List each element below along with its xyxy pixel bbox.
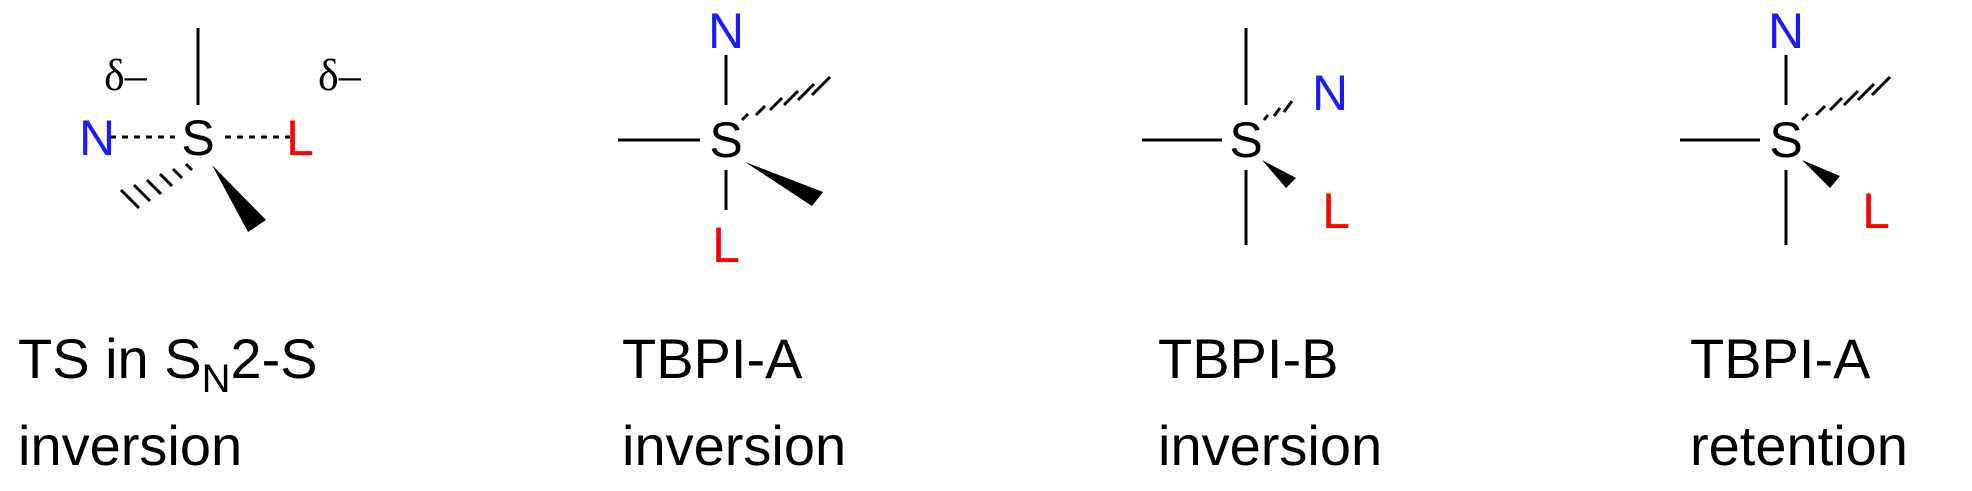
nucleophile-atom: N — [79, 110, 115, 166]
leaving-group-atom: L — [1322, 183, 1350, 239]
leaving-group-atom: L — [1862, 183, 1890, 239]
leaving-group-atom: L — [712, 217, 740, 273]
leaving-group-atom: L — [286, 110, 314, 166]
caption-line2: retention — [1690, 414, 1908, 477]
nucleophile-atom: N — [1768, 3, 1804, 59]
hashed-bond — [1262, 100, 1294, 121]
central-atom: S — [709, 112, 742, 168]
wedge-bond — [745, 162, 823, 206]
structure-tbpi-a-retention: S N L TBPI-A retention — [1680, 3, 1908, 477]
caption-line2: inversion — [18, 414, 242, 477]
structure-ts: S N L δ– δ– TS in SN2-S inversion — [18, 28, 362, 477]
nucleophile-atom: N — [708, 3, 744, 59]
caption-line1: TBPI-A — [1690, 327, 1871, 390]
caption-line2: inversion — [1158, 414, 1382, 477]
wedge-bond — [1262, 160, 1296, 188]
caption-line1: TBPI-A — [622, 327, 803, 390]
structure-tbpi-a-inversion: S N L TBPI-A inversion — [618, 3, 846, 477]
structure-tbpi-b-inversion: S N L TBPI-B inversion — [1142, 28, 1382, 477]
wedge-bond — [1802, 160, 1840, 188]
hashed-bond — [119, 162, 194, 210]
wedge-bond — [212, 165, 266, 232]
partial-charge-left: δ– — [104, 51, 148, 100]
caption-line1: TBPI-B — [1158, 327, 1338, 390]
caption-line2: inversion — [622, 414, 846, 477]
nucleophile-atom: N — [1312, 65, 1348, 121]
partial-charge-right: δ– — [318, 51, 362, 100]
central-atom: S — [1769, 112, 1802, 168]
central-atom: S — [1229, 112, 1262, 168]
hashed-bond — [740, 75, 832, 122]
hashed-bond — [1800, 75, 1892, 122]
central-atom: S — [181, 110, 214, 166]
caption-line1: TS in SN2-S — [18, 327, 318, 401]
